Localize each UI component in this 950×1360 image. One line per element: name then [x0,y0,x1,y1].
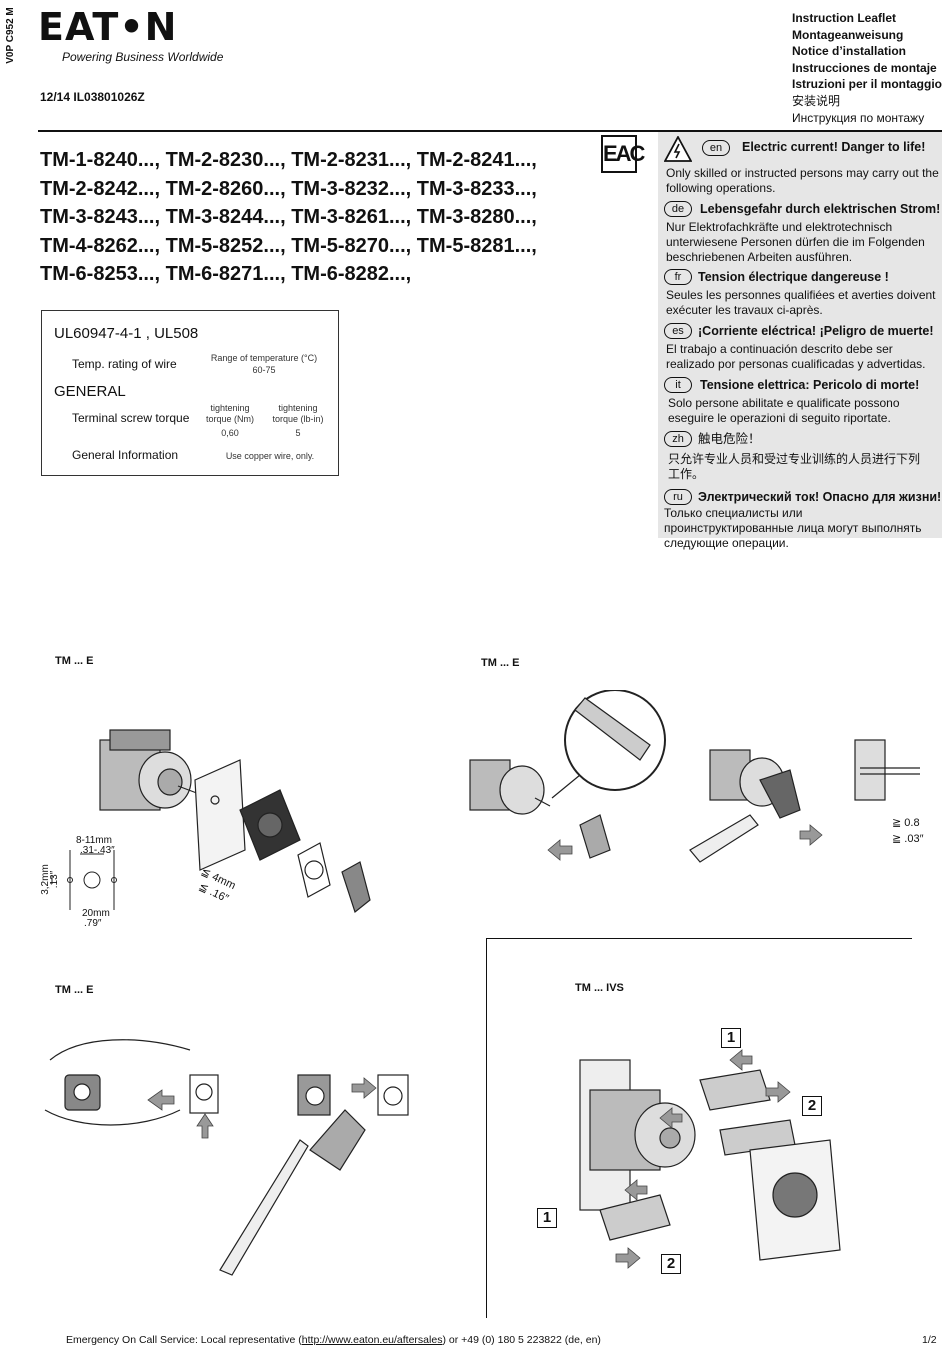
step-badge-2-top: 2 [802,1096,822,1116]
dim-8-11: 8-11mm [76,835,112,846]
figure-3-caption: TM ... E [55,984,94,996]
model-line: TM-4-8262..., TM-5-8252..., TM-5-8270...… [40,234,537,257]
warning-text-it: Solo persone abilitate e qualificate pos… [668,396,900,425]
general-info-label: General Information [72,448,179,462]
section-divider-horizontal [486,938,912,939]
header-divider-right [658,130,942,132]
torque-nm-header2: torque (Nm) [205,414,254,424]
warning-title-ru: Электрический ток! Опасно для жизни! [698,490,942,504]
figure-1-mounting-diagram [51,729,371,914]
warning-title-en: Electric current! Danger to life! [742,140,926,154]
lang-badge-it: it [664,377,692,393]
eac-mark: EAC [601,135,645,173]
model-line: TM-3-8243..., TM-3-8244..., TM-3-8261...… [40,206,537,228]
dim-20: 20mm [82,908,110,919]
warning-text-es: El trabajo a continuación descrito debe … [666,342,926,371]
warning-text-fr: Seules les personnes qualifiées et avert… [666,288,936,317]
warning-text-ru: Только специалисты или проинструктирован… [664,506,922,550]
electric-hazard-icon [664,136,692,162]
section-divider-vertical [486,938,487,1318]
warning-title-fr: Tension électrique dangereuse ! [698,270,889,284]
figure-2-caption: TM ... E [481,657,520,669]
brand-tagline: Powering Business Worldwide [62,50,224,64]
model-line: TM-2-8242..., TM-2-8260..., TM-3-8232...… [40,177,537,200]
dim-0-8-inch: ≧ .03″ [892,833,924,845]
dim-20-inch: .79″ [84,918,102,929]
dim-0-8: ≧ 0.8 [892,817,920,829]
warning-text-en: Only skilled or instructed persons may c… [666,166,939,195]
step-badge-2-bottom: 2 [661,1254,681,1274]
lang-badge-zh: zh [664,431,692,447]
model-line: TM-1-8240..., TM-2-8230..., TM-2-8231...… [40,149,537,171]
leaflet-title-es: Instrucciones de montaje [792,60,937,75]
lang-badge-en: en [702,140,730,156]
footer-emergency-service: Emergency On Call Service: Local represe… [66,1334,601,1346]
torque-label: Terminal screw torque [72,411,190,425]
temp-range-header: Range of temperature (°C) [210,353,318,363]
model-line: TM-6-8253..., TM-6-8271..., TM-6-8282...… [40,263,412,285]
leaflet-title-en: Instruction Leaflet [792,11,897,25]
figure-4-ivs-mounting-diagram [579,1049,841,1269]
temp-rating-label: Temp. rating of wire [72,357,177,371]
page-number: 1/2 [922,1334,937,1346]
lang-badge-de: de [664,201,692,217]
general-info-value: Use copper wire, only. [225,451,315,461]
general-heading: GENERAL [54,383,126,400]
figure-2-handle-removal-diagram [469,690,920,863]
torque-lb-header1: tightening [278,403,318,413]
warning-title-it: Tensione elettrica: Pericolo di morte! [700,378,920,392]
lang-badge-ru: ru [664,489,692,505]
torque-nm-header1: tightening [210,403,250,413]
aftersales-link[interactable]: http://www.eaton.eu/aftersales [301,1334,443,1346]
lang-badge-fr: fr [664,269,692,285]
warning-title-de: Lebensgefahr durch elektrischen Strom! [700,202,941,216]
warning-title-zh: 触电危险！ [698,432,761,446]
leaflet-title-list: Instruction Leaflet Montageanweisung Not… [792,10,942,126]
leaflet-title-it: Istruzioni per il montaggio [792,77,942,92]
dim-3-2-inch: .13″ [49,870,61,889]
dim-8-11-inch: .31-.43″ [80,845,115,856]
model-list: TM-1-8240..., TM-2-8230..., TM-2-8231...… [40,146,600,289]
warning-text-zh: 只允许专业人员和受过专业训练的人员进行下列工作。 [668,452,921,481]
leaflet-title-de: Montageanweisung [792,27,904,42]
leaflet-title-ru: Инструкция по монтажу [792,110,925,125]
lang-badge-es: es [664,323,692,339]
ul-rating-box: UL60947-4-1 , UL508 Temp. rating of wire… [41,310,339,476]
torque-nm-value: 0,60 [221,428,239,438]
warning-title-es: ¡Corriente eléctrica! ¡Peligro de muerte… [698,324,934,338]
figure-4-caption: TM ... IVS [575,982,624,994]
step-badge-1-top: 1 [721,1028,741,1048]
figure-1-caption: TM ... E [55,655,94,667]
warning-text-de: Nur Elektrofachkräfte und elektrotechnis… [666,220,925,264]
leaflet-title-fr: Notice d’installation [792,44,907,59]
figure-3-bezel-removal-diagram [44,1039,409,1276]
eaton-logo: EAT•N [38,5,178,49]
torque-lb-header2: torque (lb-in) [272,414,324,424]
torque-lb-value: 5 [295,428,301,438]
step-badge-1-bottom: 1 [537,1208,557,1228]
leaflet-title-zh: 安装说明 [792,93,841,108]
header-divider [38,130,658,132]
ul-standard-title: UL60947-4-1 , UL508 [54,325,199,342]
temp-range-value: 60-75 [252,365,276,375]
safety-warning-panel: en Electric current! Danger to life! Onl… [658,132,942,550]
side-document-code: V0P C952 M [4,7,16,64]
document-number: 12/14 IL03801026Z [40,90,145,104]
